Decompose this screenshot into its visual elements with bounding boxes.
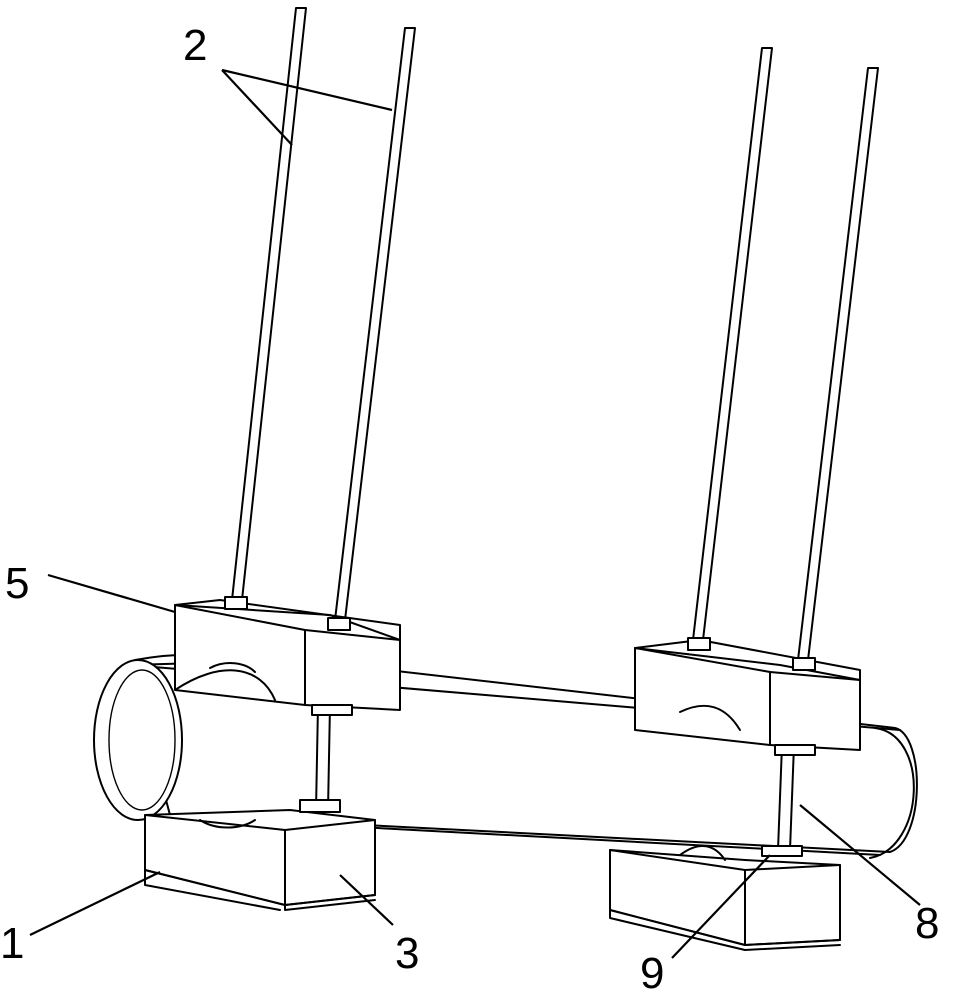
- pipe-opening: [93, 659, 183, 821]
- label-1: 1: [0, 919, 24, 968]
- right-upper-clamp: [634, 639, 861, 751]
- washer: [761, 845, 803, 857]
- label-5: 5: [5, 559, 29, 608]
- label-9: 9: [640, 949, 664, 998]
- leader-lines: [29, 68, 921, 959]
- label-2: 2: [183, 21, 207, 70]
- label-3: 3: [395, 929, 419, 978]
- connecting-bolts: [299, 704, 816, 857]
- part-labels: 2 5 1 3 8 9: [0, 21, 939, 998]
- nuts: [224, 596, 816, 671]
- right-lower-clamp: [609, 845, 841, 951]
- left-upper-clamp: [174, 599, 401, 711]
- label-8: 8: [915, 899, 939, 948]
- left-lower-clamp: [144, 809, 376, 911]
- threaded-rods: [231, 7, 879, 661]
